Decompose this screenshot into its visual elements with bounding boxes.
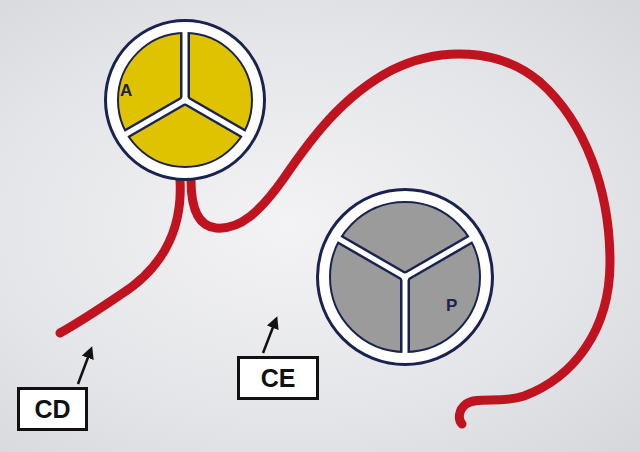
callout-box: CE xyxy=(237,356,319,400)
commissure-line xyxy=(337,238,405,277)
commissure-line xyxy=(185,100,246,135)
leader-arrow xyxy=(78,352,90,384)
valve-outline xyxy=(315,187,495,367)
commissure-line xyxy=(405,238,473,277)
valve-center xyxy=(182,97,189,104)
valve-ring xyxy=(318,190,493,365)
callout-label: CD xyxy=(34,397,70,422)
right-coronary-artery xyxy=(60,180,180,333)
valve-center xyxy=(402,274,409,281)
leader-arrow xyxy=(263,322,275,353)
valve-circle: A xyxy=(103,18,267,182)
callout-box: CD xyxy=(17,387,88,431)
callout-label: CE xyxy=(261,366,296,391)
valve-circle: P xyxy=(315,187,495,367)
commissure-line xyxy=(183,30,188,100)
valve-ring xyxy=(106,21,265,180)
commissure-line xyxy=(403,277,408,355)
commissure-line xyxy=(124,100,185,135)
valve-label: A xyxy=(120,82,132,99)
valve-outline xyxy=(103,18,267,182)
valve-label: P xyxy=(446,297,457,314)
